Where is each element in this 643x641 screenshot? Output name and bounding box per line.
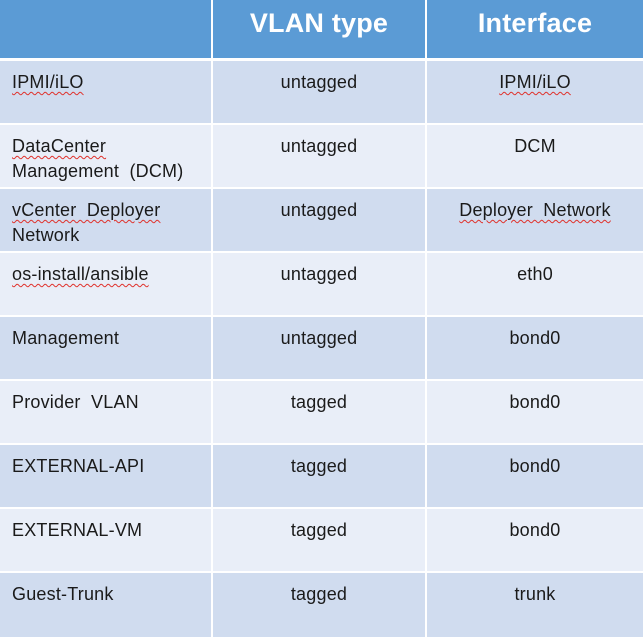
table-row-3-interface: Deployer Network — [427, 189, 643, 253]
table-row-8-interface: bond0 — [427, 509, 643, 573]
table-row-7-vlan-type: tagged — [213, 445, 427, 509]
table-row-2-interface: DCM — [427, 125, 643, 189]
interface-name: IPMI/iLO — [499, 72, 571, 92]
table-row-7-interface: bond0 — [427, 445, 643, 509]
interface-name: Deployer Network — [459, 200, 611, 220]
table-row-8-vlan-type: tagged — [213, 509, 427, 573]
table-row-4-vlan-type: untagged — [213, 253, 427, 317]
table-row-4-network: os-install/ansible — [0, 253, 213, 317]
table-row-2-vlan-type: untagged — [213, 125, 427, 189]
table-row-3-vlan-type: untagged — [213, 189, 427, 253]
table-row-9-interface: trunk — [427, 573, 643, 637]
table-row-1-interface: IPMI/iLO — [427, 61, 643, 125]
table-row-6-interface: bond0 — [427, 381, 643, 445]
table-row-5-network: Management — [0, 317, 213, 381]
table-row-6-network: Provider VLAN — [0, 381, 213, 445]
network-name-line-1: DataCenter — [12, 136, 107, 156]
network-name: os-install/ansible — [12, 264, 149, 284]
table-row-1-vlan-type: untagged — [213, 61, 427, 125]
header-cell-interface: Interface — [427, 0, 643, 61]
network-name-line-2: Network — [12, 225, 80, 245]
table-row-5-interface: bond0 — [427, 317, 643, 381]
table-row-7-network: EXTERNAL-API — [0, 445, 213, 509]
network-name-line-2: Management (DCM) — [12, 161, 184, 181]
table-row-9-network: Guest-Trunk — [0, 573, 213, 637]
table-row-5-vlan-type: untagged — [213, 317, 427, 381]
network-name: IPMI/iLO — [12, 72, 84, 92]
table-row-9-vlan-type: tagged — [213, 573, 427, 637]
header-cell-network — [0, 0, 213, 61]
network-name-line-1: vCenter Deployer — [12, 200, 161, 220]
header-cell-vlan-type: VLAN type — [213, 0, 427, 61]
table-row-1-network: IPMI/iLO — [0, 61, 213, 125]
table-row-6-vlan-type: tagged — [213, 381, 427, 445]
table-row-4-interface: eth0 — [427, 253, 643, 317]
table-row-8-network: EXTERNAL-VM — [0, 509, 213, 573]
